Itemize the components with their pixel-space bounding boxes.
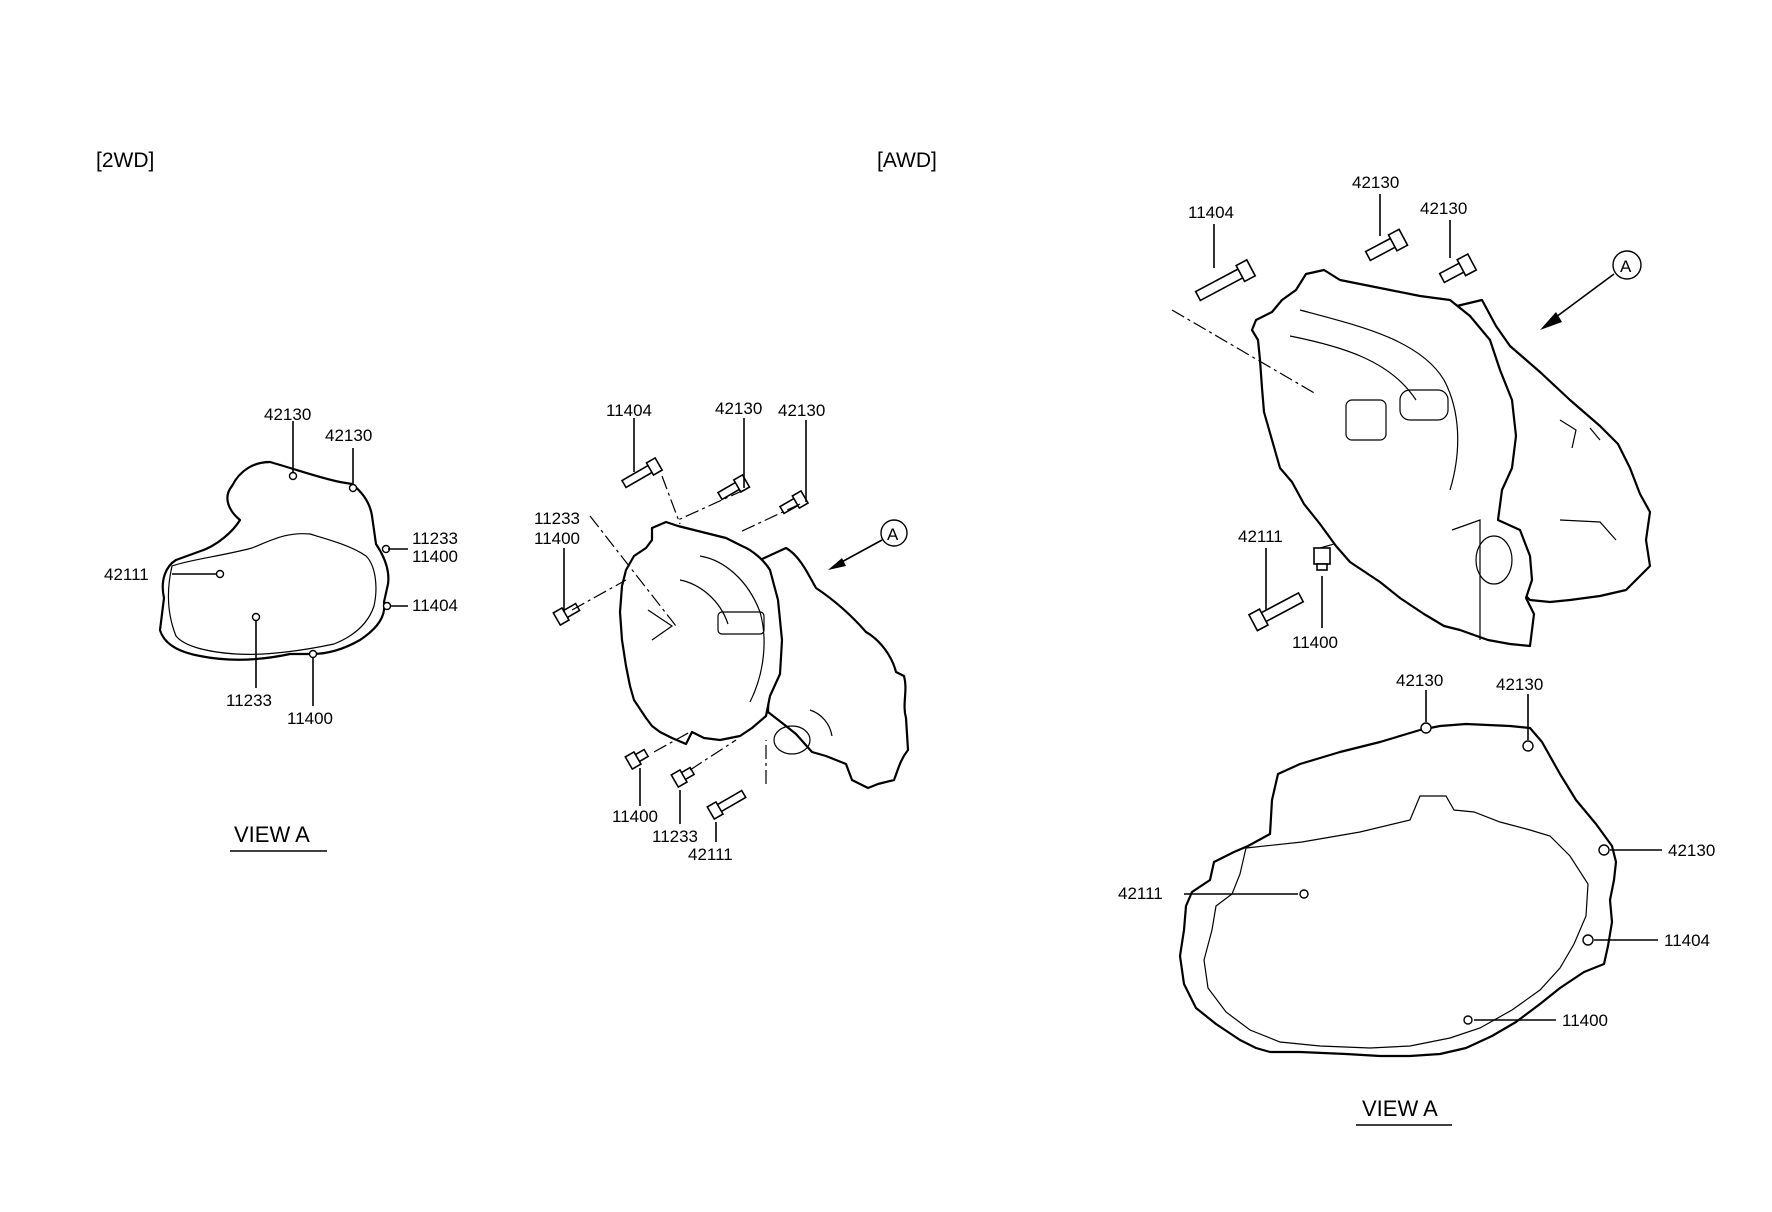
bolt [778,489,810,515]
callout-label: 11400 [287,709,333,728]
hole-marker [1582,934,1594,946]
hole-marker [1522,740,1534,752]
bolt [1247,591,1305,632]
callout-label: 42130 [715,399,762,418]
bolt [620,456,664,489]
callout-label: 42130 [1420,199,1467,218]
view-arrow-marker [880,519,908,547]
assembly-awd: A 11404 42130 42130 42111 [1171,173,1652,652]
section-title-awd: [AWD] [877,149,937,172]
section-title-2wd: [2WD] [96,149,154,172]
gasket-2wd-inner [167,533,377,655]
hole-marker [1299,889,1309,899]
callout-label: 42111 [1238,527,1283,546]
bolt [706,789,747,821]
gasket-awd-inner [1203,795,1589,1049]
hole-marker [1463,1015,1473,1025]
callout-label: 11233 [534,509,580,528]
callout-label: 42130 [1668,841,1715,860]
transmission-case-2wd-body [758,546,910,790]
bell-housing-awd [1250,268,1536,648]
assembly-2wd: [AWD] A [534,149,937,864]
view-label-2wd: VIEW A [234,822,310,847]
callout-label: 11400 [612,807,658,826]
bolt [552,602,581,627]
callout-label: 42130 [1496,675,1543,694]
callout-label: 11404 [1664,931,1710,950]
arrow-head [1540,312,1562,330]
hole-marker [215,569,225,579]
bell-housing-2wd [618,520,784,746]
callout-label: 42111 [1118,884,1163,903]
gasket-awd-outline [1178,722,1618,1058]
callout-label: 11400 [534,529,580,548]
callout-label: 42111 [104,565,149,584]
callout-label: 42130 [264,405,311,424]
callout-label: 11404 [606,401,652,420]
callout-label: 42130 [325,426,372,445]
view-arrow-marker [1612,250,1642,280]
view-a-2wd: [2WD] 42130 42130 11233 11400 42111 1140… [96,149,458,852]
callout-label: 11400 [1292,633,1338,652]
hole-marker [288,471,298,481]
callout-label: 11233 [652,827,698,846]
callout-label: 11400 [412,547,458,566]
bolt [1313,547,1331,571]
bolt [624,748,650,771]
callout-label: 42130 [1352,173,1399,192]
callout-label: 11404 [1188,203,1234,222]
bolt [1194,258,1257,302]
callout-label: 11400 [1562,1011,1608,1030]
callout-label: 11233 [226,691,272,710]
hole-marker [251,612,261,622]
callout-label: 42111 [688,845,733,864]
arrow-head [828,558,846,570]
callout-label: 11233 [412,529,458,548]
bolt [670,766,696,789]
hole-marker [382,601,392,611]
view-arrow-label: A [1620,257,1632,276]
view-arrow-label: A [887,525,899,544]
bolt [716,473,751,501]
hole-marker [348,483,358,493]
gasket-2wd-outline [158,460,390,661]
bolt [1438,253,1478,284]
view-a-awd: 42130 42130 42130 42111 11404 11400 VIEW… [1118,671,1715,1126]
bolt [1364,228,1409,262]
hole-marker [1598,844,1610,856]
callout-label: 42130 [778,401,825,420]
hole-marker [308,649,318,659]
view-label-awd: VIEW A [1362,1096,1438,1121]
callout-label: 11404 [412,596,458,615]
hole-marker [1420,722,1432,734]
callout-label: 42130 [1396,671,1443,690]
